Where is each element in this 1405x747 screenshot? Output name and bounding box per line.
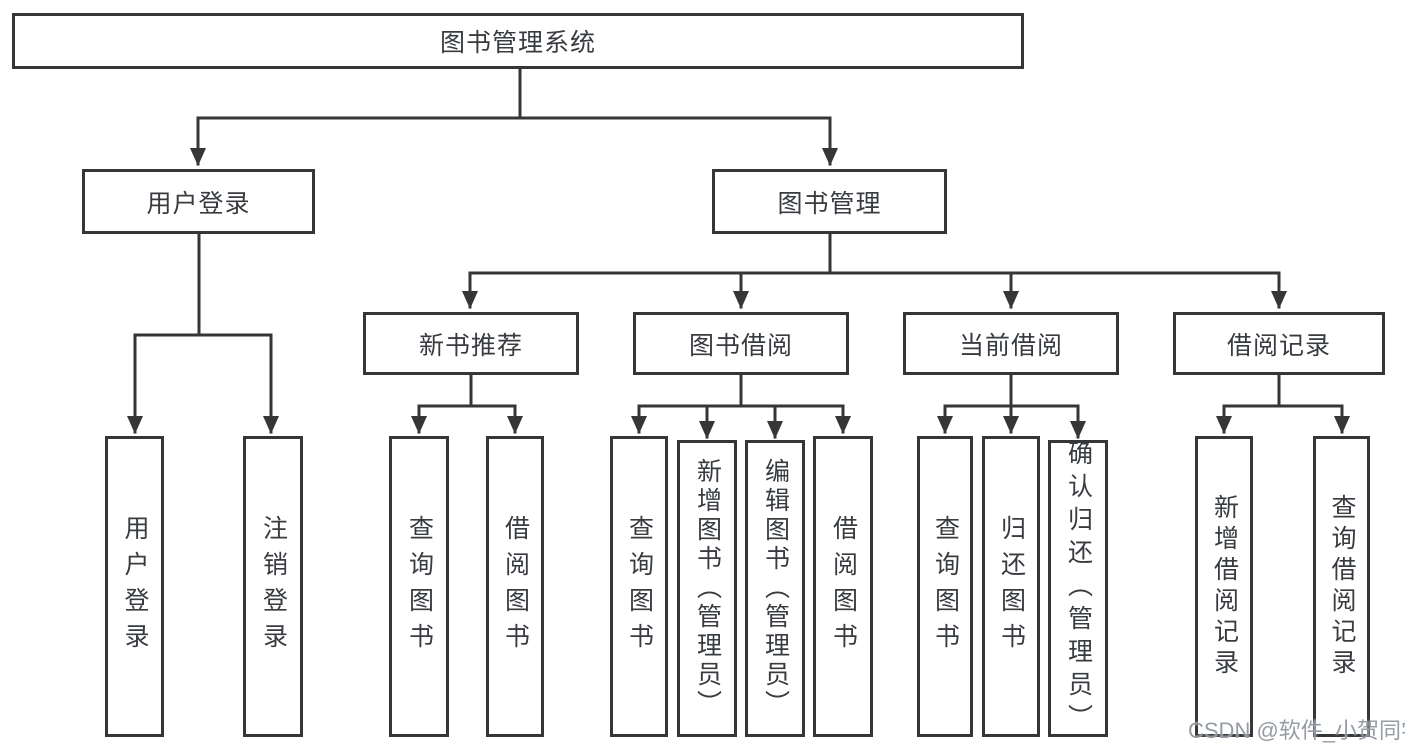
- node-current-borrow: 当前借阅: [903, 312, 1119, 375]
- leaf-br-add-record-label: 新增借阅记录: [1210, 493, 1239, 680]
- node-user-login: 用户登录: [82, 169, 315, 234]
- leaf-user-login: 用户登录: [105, 436, 164, 737]
- node-current-borrow-label: 当前借阅: [958, 331, 1063, 360]
- node-library-system: 图书管理系统: [12, 13, 1024, 69]
- leaf-bb-borrow-books: 借阅图书: [813, 436, 873, 737]
- leaf-bb-edit-books-admin: 编辑图书（管理员）: [745, 440, 805, 737]
- leaf-cb-query-books: 查询图书: [917, 436, 973, 737]
- leaf-user-login-label: 用户登录: [121, 514, 149, 659]
- leaf-cb-query-books-label: 查询图书: [931, 514, 960, 659]
- leaf-logout-label: 注销登录: [259, 514, 288, 659]
- leaf-cb-return-books: 归还图书: [982, 436, 1040, 737]
- leaf-nb-borrow-books-label: 借阅图书: [501, 514, 530, 659]
- leaf-bb-query-books: 查询图书: [610, 436, 668, 737]
- leaf-cb-confirm-return-admin: 确认归还（管理员）: [1048, 440, 1108, 737]
- leaf-bb-edit-books-admin-label: 编辑图书（管理员）: [761, 458, 790, 719]
- leaf-br-query-record-label: 查询借阅记录: [1328, 493, 1356, 680]
- node-book-borrow: 图书借阅: [633, 312, 849, 375]
- node-new-book-recommend-label: 新书推荐: [418, 331, 523, 360]
- node-book-borrow-label: 图书借阅: [688, 331, 793, 360]
- node-book-management: 图书管理: [712, 169, 947, 234]
- leaf-logout: 注销登录: [243, 436, 303, 737]
- leaf-nb-query-books-label: 查询图书: [405, 514, 434, 659]
- leaf-bb-query-books-label: 查询图书: [625, 514, 654, 659]
- leaf-br-add-record: 新增借阅记录: [1195, 436, 1253, 737]
- node-book-management-label: 图书管理: [777, 189, 882, 218]
- node-user-login-label: 用户登录: [146, 189, 251, 218]
- leaf-nb-query-books: 查询图书: [389, 436, 449, 737]
- leaf-bb-borrow-books-label: 借阅图书: [829, 514, 858, 659]
- csdn-watermark: CSDN @软件_小贺同学: [1188, 718, 1405, 743]
- node-library-system-label: 图书管理系统: [439, 29, 596, 57]
- leaf-cb-confirm-return-admin-label: 确认归还（管理员）: [1064, 440, 1093, 737]
- leaf-nb-borrow-books: 借阅图书: [486, 436, 544, 737]
- leaf-cb-return-books-label: 归还图书: [997, 514, 1026, 659]
- leaf-br-query-record: 查询借阅记录: [1313, 436, 1370, 737]
- leaf-bb-add-books-admin-label: 新增图书（管理员）: [693, 458, 722, 719]
- node-borrow-records-label: 借阅记录: [1226, 331, 1331, 360]
- leaf-bb-add-books-admin: 新增图书（管理员）: [677, 440, 737, 737]
- node-new-book-recommend: 新书推荐: [363, 312, 579, 375]
- node-borrow-records: 借阅记录: [1173, 312, 1385, 375]
